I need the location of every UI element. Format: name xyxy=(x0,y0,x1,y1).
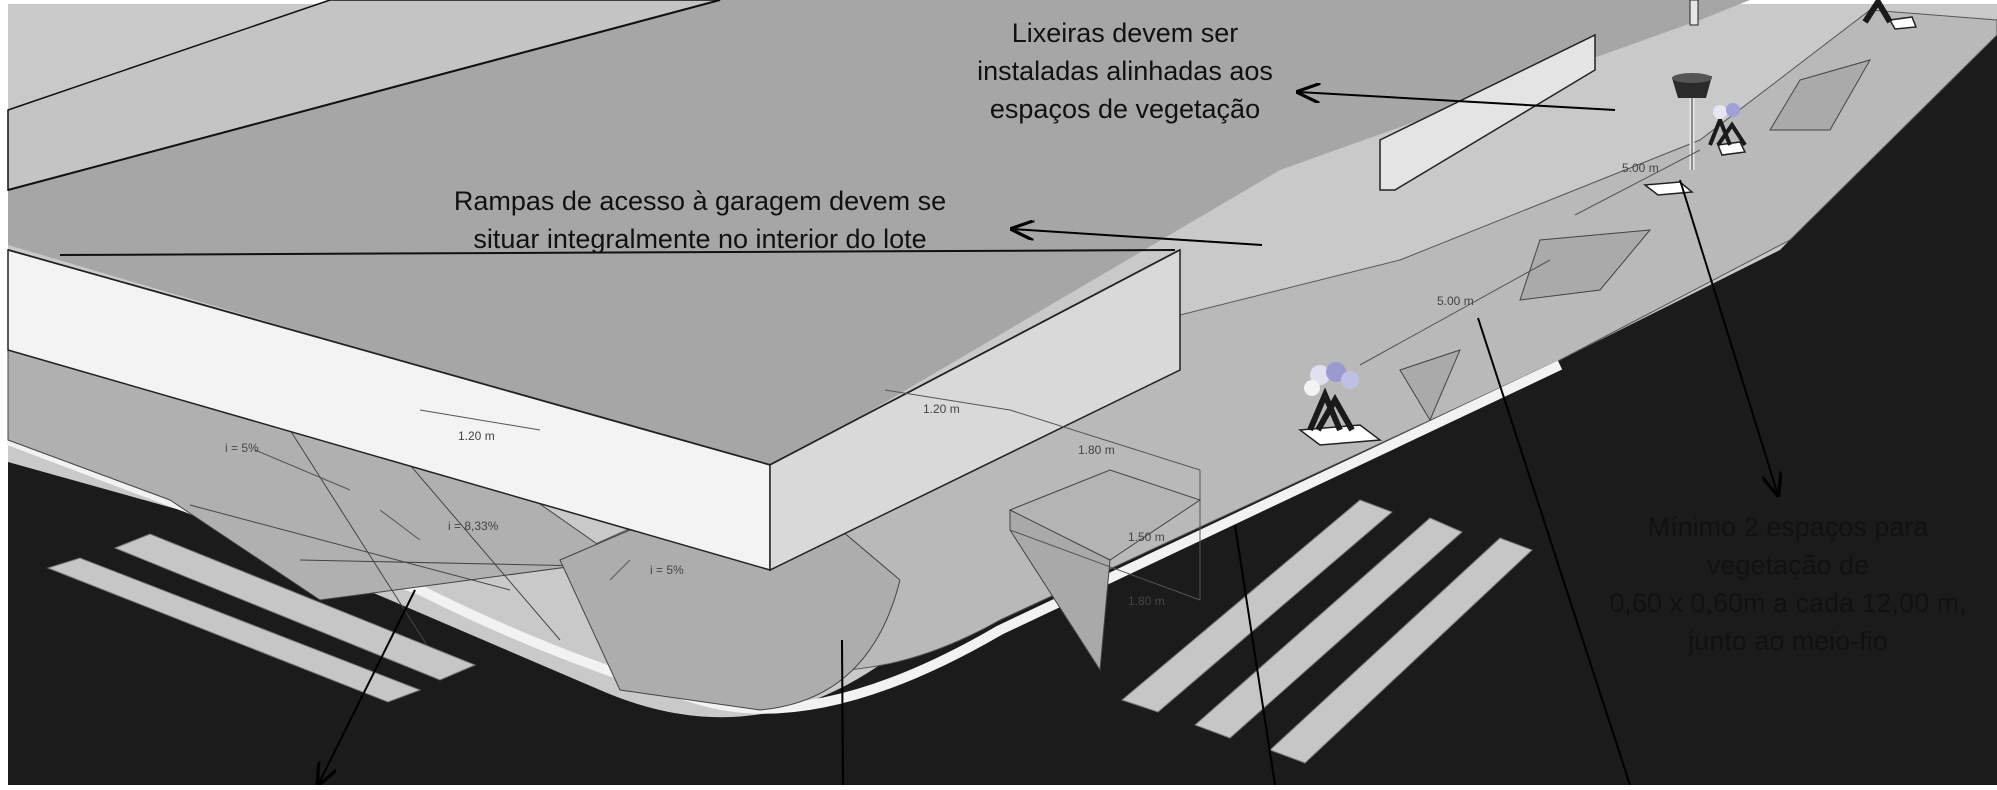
leader-corner xyxy=(841,639,844,786)
driveway-ramp-1 xyxy=(1399,349,1461,422)
leader-ramp-right xyxy=(1234,524,1276,786)
dim-label-1-20-center: 1.20 m xyxy=(923,402,960,416)
left-border xyxy=(0,0,8,785)
plant-icon xyxy=(1708,103,1747,147)
annotation-line: vegetação de xyxy=(1706,550,1870,580)
ramp-line-1 xyxy=(189,504,511,591)
crosswalk-stripe xyxy=(46,557,422,703)
slope-label-low: i = 5% xyxy=(650,563,684,577)
annotation-vegetacao: Mínimo 2 espaços para vegetação de 0,60 … xyxy=(1588,508,1988,660)
annotation-lixeiras: Lixeiras devem ser instaladas alinhadas … xyxy=(960,14,1290,128)
lot-edge-back xyxy=(7,0,721,191)
slope-label-top: i = 5% xyxy=(225,441,259,455)
ramp-line-2 xyxy=(289,429,431,651)
annotation-line: Lixeiras devem ser xyxy=(1011,18,1239,48)
right-ramp-side xyxy=(1009,509,1111,672)
driveway-ramp-3 xyxy=(1769,59,1872,131)
annotation-line: espaços de vegetação xyxy=(989,94,1261,124)
vegetation-pit xyxy=(1716,141,1747,156)
annotation-line: 0,60 x 0,60m a cada 12,00 m, xyxy=(1609,588,1967,618)
boundary-wall-segment xyxy=(1379,33,1596,191)
crosswalk-right xyxy=(1120,499,1533,764)
plant-icon xyxy=(1304,362,1359,432)
crosswalk-stripe xyxy=(1194,517,1463,739)
arrow-rampas xyxy=(1012,229,1263,246)
arrow-vegetacao xyxy=(1679,179,1778,495)
annotation-line: Mínimo 2 espaços para xyxy=(1647,512,1929,542)
dim-label-5m-mid: 5.00 m xyxy=(1437,294,1474,308)
lot-edge-front xyxy=(59,249,1176,256)
annotation-rampas: Rampas de acesso à garagem devem se situ… xyxy=(420,182,980,258)
annotation-line: Rampas de acesso à garagem devem se xyxy=(453,186,947,216)
trash-bin-icon xyxy=(1672,73,1712,170)
dimension-lines xyxy=(254,149,1701,601)
dim-label-1-50: 1.50 m xyxy=(1128,530,1165,544)
dim-label-1-20-left: 1.20 m xyxy=(458,429,495,443)
building-side-wall xyxy=(769,248,1181,572)
crosswalk-stripe xyxy=(1269,537,1533,764)
arrow-lixeiras xyxy=(1298,92,1616,111)
boundary-wall-post xyxy=(1689,0,1699,26)
crosswalk-stripe xyxy=(1120,499,1393,713)
dim-label-5m-top: 5.00 m xyxy=(1622,161,1659,175)
annotation-line: instaladas alinhadas aos xyxy=(977,56,1273,86)
annotation-line: situar integralmente no interior do lote xyxy=(473,224,927,254)
annotation-line: junto ao meio-fio xyxy=(1688,626,1888,656)
slope-label-mid: i = 8,33% xyxy=(448,519,499,533)
dim-label-1-80-top: 1.80 m xyxy=(1078,443,1115,457)
leader-arrows xyxy=(318,92,1778,785)
lot-surface xyxy=(8,0,1750,470)
crosswalk-left xyxy=(46,533,477,703)
arrow-ramp-left xyxy=(318,589,416,785)
vegetation-pit xyxy=(1888,16,1918,30)
crosswalk-stripe xyxy=(113,533,477,681)
dim-label-1-80-bottom: 1.80 m xyxy=(1128,594,1165,608)
plant-icon xyxy=(1862,0,1893,24)
driveway-ramp-2 xyxy=(1519,229,1652,301)
asphalt-road xyxy=(8,30,1997,785)
vegetation-pit xyxy=(1643,181,1694,196)
leader-sidewalk xyxy=(1477,317,1631,786)
